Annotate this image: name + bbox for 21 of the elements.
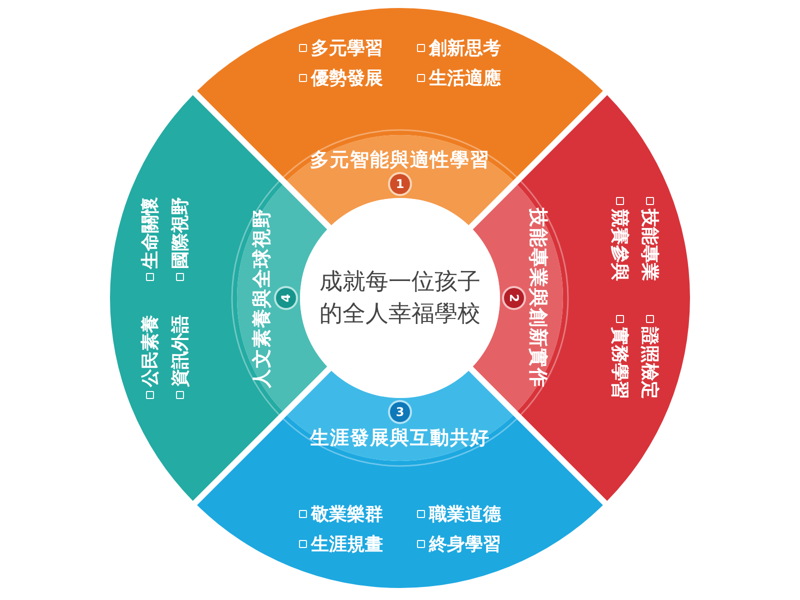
- item-text: 生命關懷: [139, 197, 162, 269]
- item-text: 生活適應: [429, 67, 501, 90]
- item-text: 競賽參與: [608, 209, 631, 281]
- item-text: 技能專業: [638, 209, 661, 281]
- item-text: 國際視野: [169, 197, 192, 269]
- item-text: 終身學習: [429, 533, 501, 556]
- item-text: 公民素養: [139, 315, 162, 387]
- item-text: 資訊外語: [169, 315, 192, 387]
- item-text: 優勢發展: [311, 67, 383, 90]
- item-text: 職業道德: [429, 503, 501, 526]
- sector-title: 多元智能與適性學習: [310, 148, 490, 173]
- item-text: 敬業樂群: [311, 503, 383, 526]
- center-text: 成就每一位孩子的全人幸福學校: [318, 268, 482, 329]
- sector-title: 人文素養與全球視野: [250, 208, 274, 388]
- item-text: 生涯規畫: [311, 533, 383, 556]
- item-text: 創新思考: [429, 37, 501, 60]
- sector-title: 生涯發展與互動共好: [310, 426, 490, 451]
- item-text: 多元學習: [311, 37, 383, 60]
- sector-title: 技能專業與創新實作: [526, 208, 550, 388]
- item-text: 證照檢定: [638, 327, 661, 399]
- item-text: 實務學習: [608, 327, 631, 399]
